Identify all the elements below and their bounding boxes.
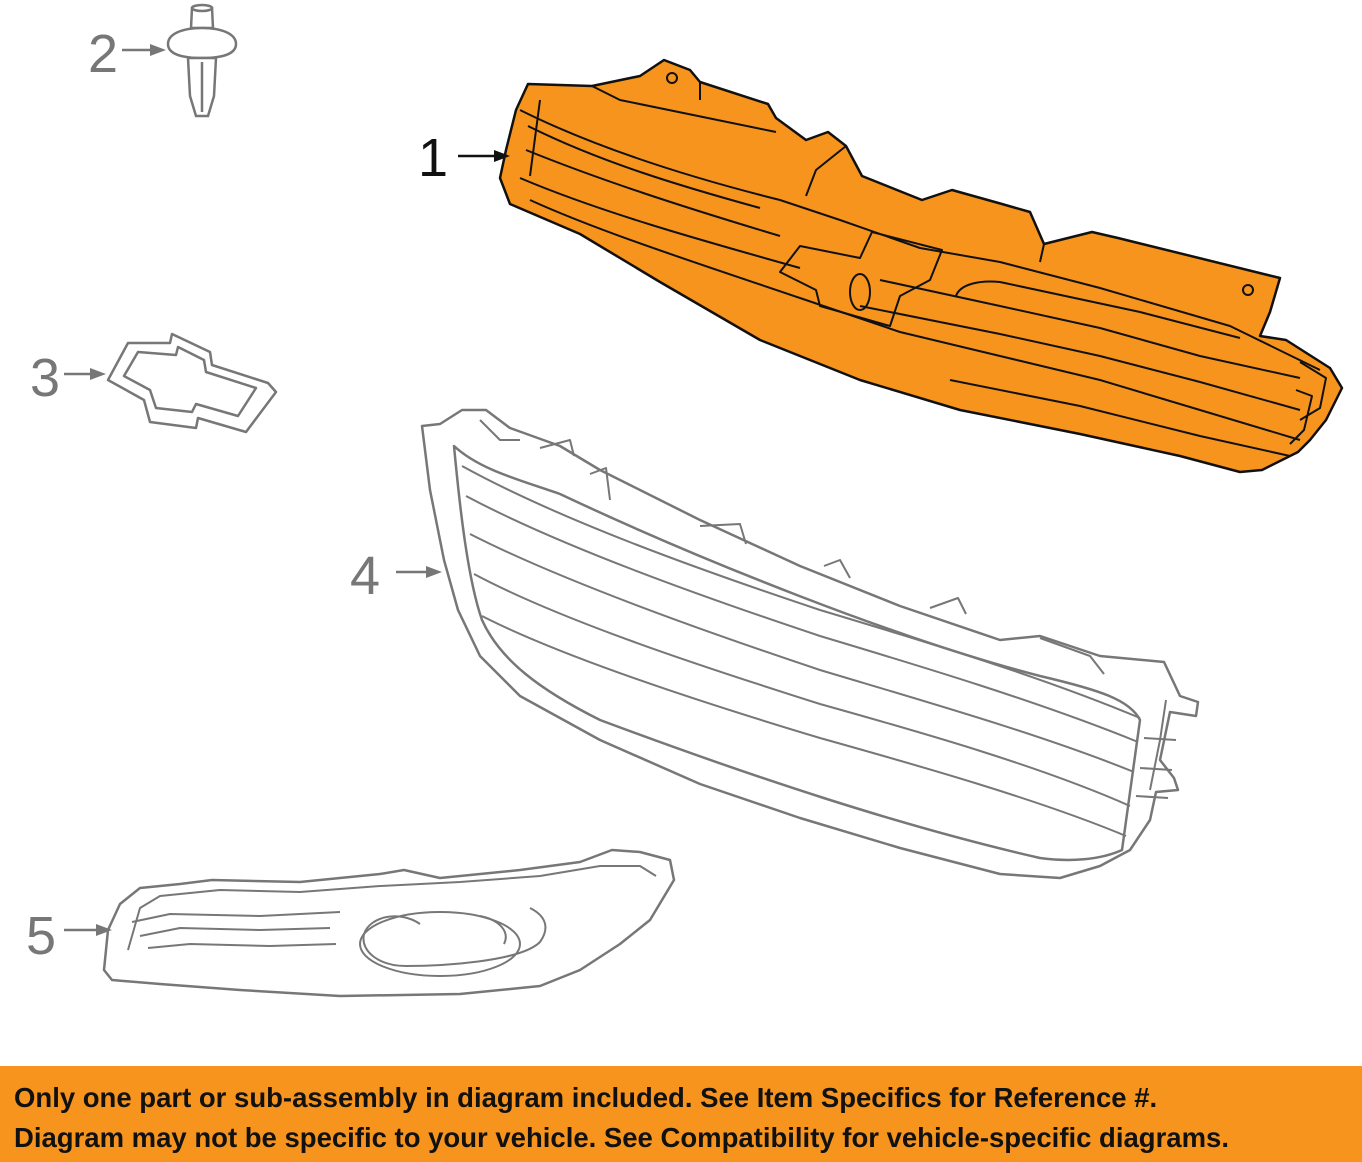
- callout-5: 5: [26, 906, 112, 966]
- callout-arrowhead-4: [426, 566, 442, 578]
- callout-number-3: 3: [30, 348, 60, 408]
- part-4-lower-grille: [420, 408, 1200, 880]
- part-2-push-pin: [166, 3, 238, 118]
- notice-banner: Only one part or sub-assembly in diagram…: [0, 1066, 1362, 1162]
- callout-1: 1: [418, 128, 510, 188]
- part-5-fog-bezel: [102, 848, 676, 998]
- callout-3: 3: [30, 348, 106, 408]
- callout-number-2: 2: [88, 24, 118, 84]
- callout-number-1: 1: [418, 128, 448, 188]
- callout-arrowhead-1: [494, 150, 510, 162]
- notice-line-2: Diagram may not be specific to your vehi…: [14, 1122, 1229, 1153]
- callout-2: 2: [88, 24, 166, 84]
- callout-arrowhead-2: [150, 44, 166, 56]
- part-3-emblem: [106, 332, 278, 434]
- callout-number-4: 4: [350, 546, 380, 606]
- callout-4: 4: [350, 546, 442, 606]
- callout-arrowhead-3: [90, 368, 106, 380]
- callout-arrowhead-5: [96, 924, 112, 936]
- notice-line-1: Only one part or sub-assembly in diagram…: [14, 1082, 1158, 1113]
- part-1-grille: [498, 58, 1344, 474]
- callout-number-5: 5: [26, 906, 56, 966]
